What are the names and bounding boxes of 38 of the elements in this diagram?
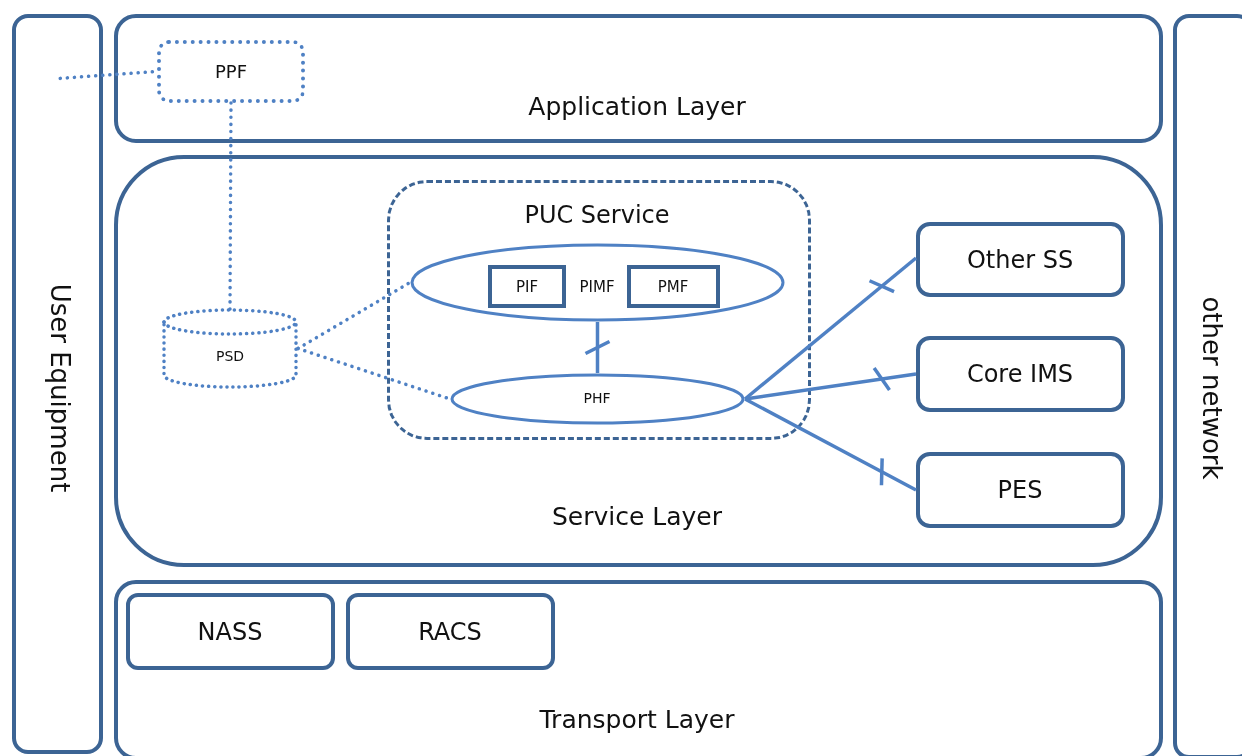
connector-line: [744, 372, 917, 401]
panel-label: User Equipment: [45, 283, 75, 493]
node-label: Other SS: [966, 246, 1074, 274]
node-label: RACS: [418, 618, 482, 646]
function-ellipse: [410, 243, 785, 322]
panel-label: other network: [1197, 296, 1227, 480]
node-label: PIF: [515, 278, 539, 296]
system-box: [916, 336, 1125, 412]
connector-line: [743, 256, 918, 401]
connector-line: [228, 101, 233, 312]
node-label: Service Layer: [552, 503, 722, 531]
node-label: Application Layer: [528, 93, 746, 121]
node-label: PUC Service: [524, 201, 670, 229]
layer-panel: [114, 155, 1163, 567]
node-label: NASS: [197, 618, 263, 646]
function-box: [488, 265, 566, 308]
connector-line: [296, 280, 412, 351]
node-label: Core IMS: [966, 360, 1074, 388]
side-panel: [12, 14, 103, 754]
side-panel: [1173, 14, 1242, 756]
system-box: [346, 593, 555, 670]
layer-panel: [114, 14, 1163, 143]
node-label: PIMF: [579, 278, 615, 296]
node-label: Transport Layer: [539, 706, 735, 734]
node-label: PMF: [657, 278, 689, 296]
node-label: PES: [997, 476, 1043, 504]
system-box: [126, 593, 335, 670]
node-label: PHF: [583, 391, 611, 407]
function-ellipse: [450, 373, 745, 425]
system-box: [916, 222, 1125, 297]
function-box: [157, 40, 305, 103]
function-box: [627, 265, 720, 308]
system-box: [916, 452, 1125, 528]
layer-panel: [114, 580, 1163, 756]
connector-line: [595, 322, 600, 373]
connector-line: [744, 397, 917, 492]
node-label: PPF: [214, 62, 248, 82]
service-group: [387, 180, 811, 440]
